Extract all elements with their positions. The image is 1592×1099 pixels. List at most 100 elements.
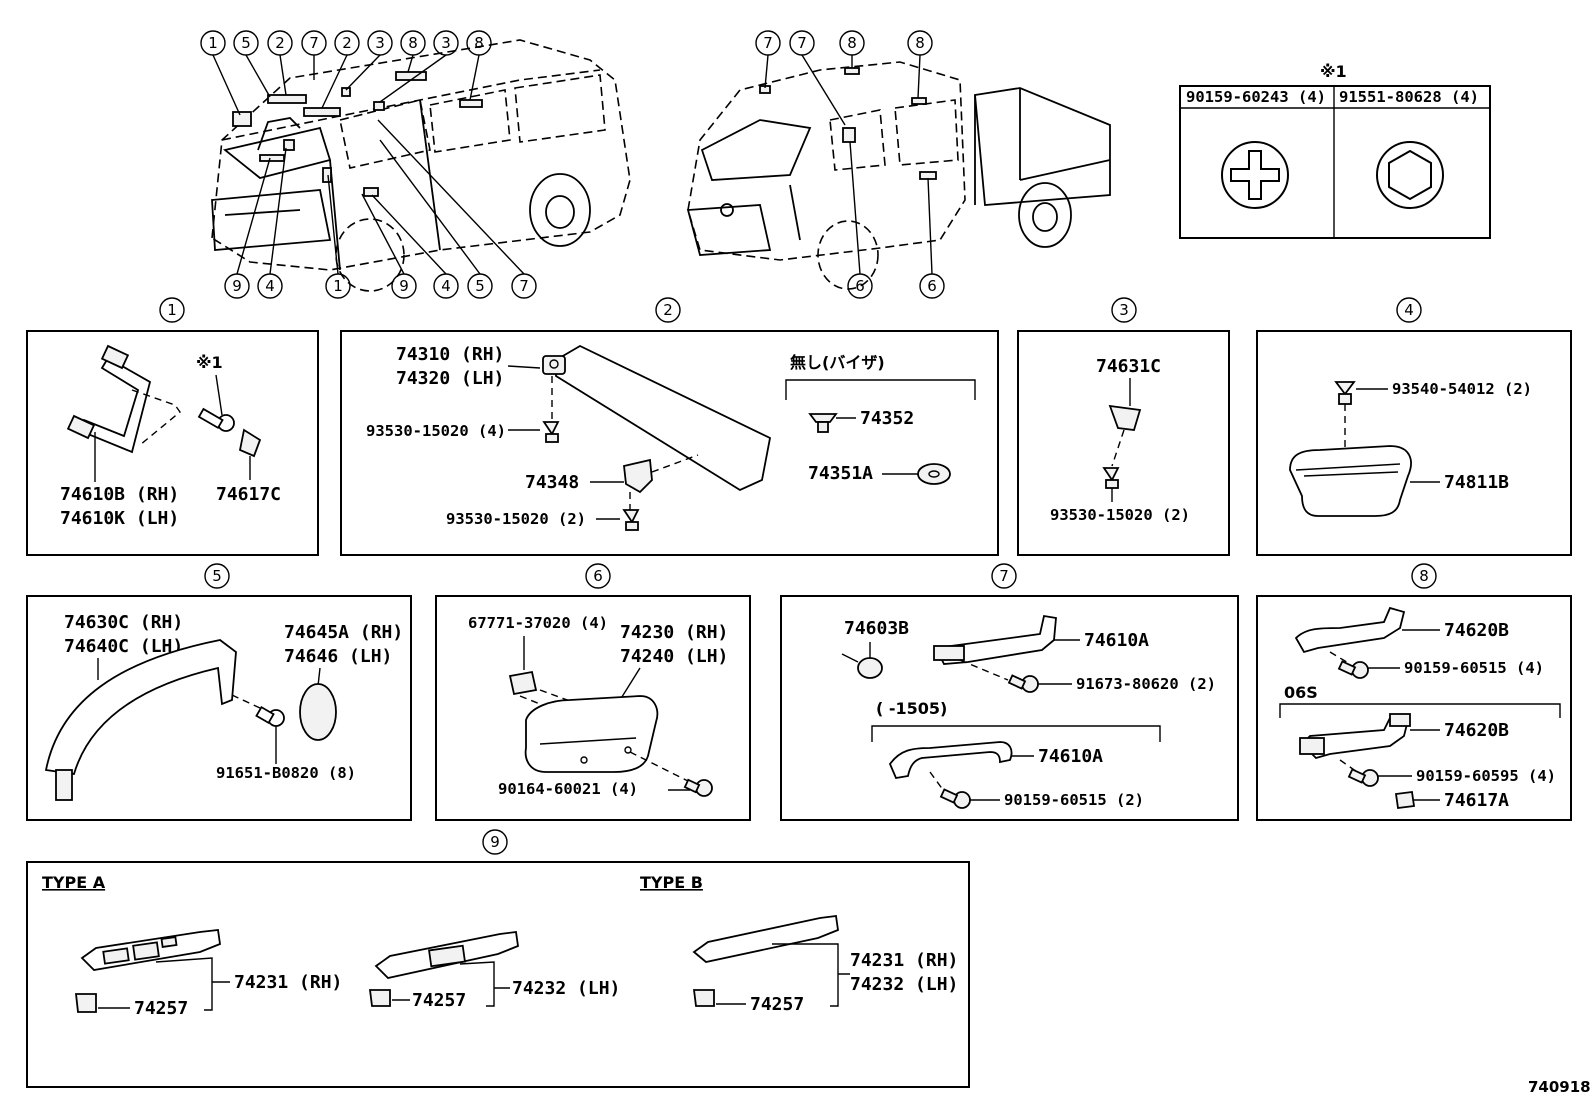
callout-6b[interactable]: 6 [919, 273, 945, 299]
callout-7d[interactable]: 7 [789, 30, 815, 56]
visor-holder[interactable] [623, 458, 653, 494]
section-number-3: 3 [1119, 301, 1129, 319]
callout-6[interactable]: 6 [847, 273, 873, 299]
assist-grip-74620b[interactable] [1294, 606, 1406, 654]
svg-text:5: 5 [475, 277, 485, 295]
fastener-table: ※1 90159-60243 (4) 91551-80628 (4) [1179, 62, 1491, 239]
note-symbol: ※1 [1320, 62, 1347, 81]
callout-3b[interactable]: 3 [433, 30, 459, 56]
svg-text:74230 (RH): 74230 (RH) [620, 622, 728, 643]
callout-1b[interactable]: 1 [325, 273, 351, 299]
assist-grip-74610a[interactable] [933, 614, 1057, 665]
screw-icon-8 [1337, 660, 1369, 679]
switch-base-74231-rh[interactable] [80, 929, 221, 971]
callout-5b[interactable]: 5 [467, 273, 493, 299]
callout-5[interactable]: 5 [233, 30, 259, 56]
svg-text:8: 8 [474, 34, 484, 52]
fastener-part-2: 91551-80628 (4) [1339, 88, 1479, 106]
diagram-code: 740918I [1528, 1078, 1592, 1096]
switch-base-74232-lh[interactable] [374, 930, 519, 979]
section-4: 4 93540-54012 (2) 74811B [1256, 297, 1572, 556]
svg-text:93530-15020 (2): 93530-15020 (2) [446, 510, 586, 528]
screw-icon [542, 421, 560, 443]
svg-text:7: 7 [309, 34, 319, 52]
cap-74617a[interactable] [1394, 790, 1416, 810]
callout-9[interactable]: 9 [224, 273, 250, 299]
svg-text:74617A: 74617A [1444, 790, 1509, 811]
callout-4[interactable]: 4 [257, 273, 283, 299]
pocket-74811b[interactable] [1289, 445, 1412, 517]
callout-7c[interactable]: 7 [755, 30, 781, 56]
svg-text:74631C: 74631C [1096, 356, 1161, 377]
truck-illustration [686, 61, 1111, 290]
svg-text:93530-15020 (4): 93530-15020 (4) [366, 422, 506, 440]
callout-8[interactable]: 8 [400, 30, 426, 56]
bracket-label-no-visor: 無し(バイザ) [790, 353, 885, 372]
callout-3[interactable]: 3 [367, 30, 393, 56]
cap-icon [238, 428, 262, 458]
clip-74257-a2[interactable] [368, 989, 391, 1007]
bracket-label-1505: ( -1505) [876, 699, 947, 718]
callout-2b[interactable]: 2 [334, 30, 360, 56]
svg-text:※1: ※1 [196, 353, 223, 372]
fastener-part-1: 90159-60243 (4) [1186, 88, 1326, 106]
svg-text:90164-60021 (4): 90164-60021 (4) [498, 780, 638, 798]
svg-text:4: 4 [265, 277, 275, 295]
svg-text:74257: 74257 [134, 998, 188, 1019]
svg-text:74320 (LH): 74320 (LH) [396, 368, 504, 389]
clip-74352[interactable] [808, 413, 838, 433]
bolt-icon [197, 407, 235, 432]
callout-8d[interactable]: 8 [907, 30, 933, 56]
callout-4b[interactable]: 4 [433, 273, 459, 299]
callout-8b[interactable]: 8 [466, 30, 492, 56]
bracket-label-06s: 06S [1284, 683, 1318, 702]
section-number-2: 2 [663, 301, 673, 319]
svg-text:3: 3 [375, 34, 385, 52]
section-number-5: 5 [212, 567, 222, 585]
clip-74351a[interactable] [917, 463, 951, 485]
svg-text:8: 8 [408, 34, 418, 52]
assist-grip[interactable] [66, 344, 152, 454]
assist-grip-74610a-b[interactable] [888, 741, 1013, 780]
svg-text:74610A: 74610A [1038, 746, 1103, 767]
svg-text:74232 (LH): 74232 (LH) [512, 978, 620, 999]
svg-text:7: 7 [797, 34, 807, 52]
svg-text:74231 (RH): 74231 (RH) [234, 972, 342, 993]
hook-74631c[interactable] [1108, 404, 1142, 431]
clip-74257-b[interactable] [692, 989, 715, 1007]
svg-text:74610A: 74610A [1084, 630, 1149, 651]
cover-74645a[interactable] [299, 683, 337, 741]
assist-grip-74620b-b[interactable] [1299, 713, 1411, 760]
callout-8c[interactable]: 8 [839, 30, 865, 56]
section-2: 2 74310 (RH) 74320 (LH) 93530-15020 (4) … [340, 297, 999, 556]
switch-base-type-b[interactable] [692, 914, 839, 963]
svg-text:74610B (RH): 74610B (RH) [60, 484, 179, 505]
clip-67771[interactable] [508, 670, 538, 696]
callout-9b[interactable]: 9 [391, 273, 417, 299]
section-9: 9 TYPE A TYPE B 74231 (RH) 74257 74232 (… [26, 829, 970, 1088]
svg-text:8: 8 [915, 34, 925, 52]
svg-text:74257: 74257 [412, 990, 466, 1011]
svg-text:91673-80620 (2): 91673-80620 (2) [1076, 675, 1216, 693]
svg-text:74620B: 74620B [1444, 620, 1509, 641]
svg-text:74603B: 74603B [844, 618, 909, 639]
callout-7b[interactable]: 7 [511, 273, 537, 299]
svg-text:1: 1 [208, 34, 218, 52]
callout-1[interactable]: 1 [200, 30, 226, 56]
svg-text:74257: 74257 [750, 994, 804, 1015]
section-number-1: 1 [167, 301, 177, 319]
svg-text:9: 9 [232, 277, 242, 295]
door-pull-handle[interactable] [524, 695, 659, 773]
svg-text:74811B: 74811B [1444, 472, 1509, 493]
cap-74603b[interactable] [841, 653, 883, 679]
van-callouts: 1 5 2 7 2 3 8 3 8 [200, 30, 492, 116]
svg-text:93540-54012 (2): 93540-54012 (2) [1392, 380, 1532, 398]
callout-2[interactable]: 2 [267, 30, 293, 56]
van-callouts-bottom: 9 4 1 9 4 5 7 [224, 119, 537, 299]
callout-7[interactable]: 7 [301, 30, 327, 56]
svg-text:5: 5 [241, 34, 251, 52]
pillar-garnish[interactable] [44, 639, 237, 801]
section-number-7: 7 [999, 567, 1009, 585]
sun-visor[interactable] [555, 344, 772, 492]
clip-74257-a1[interactable] [74, 993, 97, 1013]
